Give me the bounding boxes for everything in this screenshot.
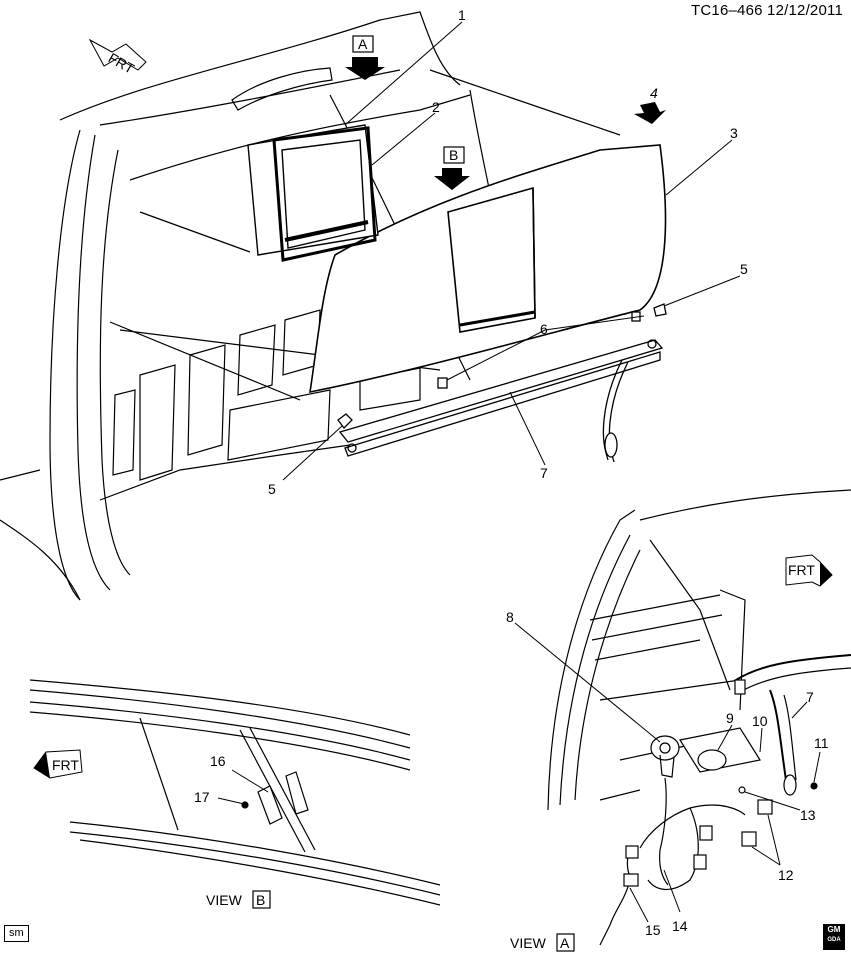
svg-text:A: A bbox=[560, 935, 570, 951]
svg-text:FRT: FRT bbox=[52, 757, 79, 773]
motor-harness-top bbox=[602, 359, 629, 463]
callout-2: 2 bbox=[432, 99, 440, 115]
view-a-caption: VIEW A bbox=[510, 933, 575, 952]
svg-text:FRT: FRT bbox=[788, 562, 815, 578]
view-4-arrow-icon: 4 bbox=[634, 85, 666, 124]
frt-arrow-icon: FRT bbox=[88, 38, 147, 77]
view-a-detail bbox=[547, 489, 851, 946]
callout-13: 13 bbox=[800, 807, 816, 823]
view-b-detail bbox=[29, 679, 441, 906]
svg-text:VIEW: VIEW bbox=[206, 892, 243, 908]
callout-15: 15 bbox=[645, 922, 661, 938]
frt-arrow-icon-right: FRT bbox=[785, 554, 833, 587]
callout-11: 11 bbox=[814, 735, 829, 751]
svg-text:B: B bbox=[256, 892, 265, 908]
svg-text:4: 4 bbox=[650, 85, 658, 101]
window-clips bbox=[337, 303, 667, 429]
leader-lines bbox=[217, 21, 821, 923]
callout-3: 3 bbox=[730, 125, 738, 141]
callout-7: 7 bbox=[540, 465, 548, 481]
document-id: TC16–466 12/12/2011 bbox=[691, 2, 843, 19]
svg-text:A: A bbox=[358, 36, 368, 52]
svg-text:B: B bbox=[449, 147, 458, 163]
view-a-arrow-icon: A bbox=[345, 35, 385, 80]
callout-14: 14 bbox=[672, 918, 688, 934]
callout-6: 6 bbox=[540, 321, 548, 337]
callout-1: 1 bbox=[458, 7, 466, 23]
gm-logo-icon: GM GDA bbox=[823, 924, 845, 950]
callout-12: 12 bbox=[778, 867, 794, 883]
callout-9: 9 bbox=[726, 710, 734, 726]
callout-5-left: 5 bbox=[268, 481, 276, 497]
view-b-arrow-icon: B bbox=[434, 146, 470, 190]
svg-text:VIEW: VIEW bbox=[510, 935, 547, 951]
callout-7-view-a: 7 bbox=[806, 689, 814, 705]
callout-10: 10 bbox=[752, 713, 768, 729]
sliding-window-frame bbox=[247, 124, 379, 262]
rear-window-glass bbox=[309, 144, 667, 394]
callout-17: 17 bbox=[194, 789, 210, 805]
sm-tag: sm bbox=[4, 925, 29, 942]
callout-16: 16 bbox=[210, 753, 226, 769]
callout-labels: 1 2 3 5 6 7 5 8 9 10 7 11 13 12 14 15 16… bbox=[194, 7, 829, 938]
window-track-channel bbox=[338, 339, 664, 457]
frt-arrow-icon-view-b: FRT bbox=[33, 749, 83, 779]
view-b-caption: VIEW B bbox=[206, 890, 271, 909]
callout-5-right: 5 bbox=[740, 261, 748, 277]
callout-8: 8 bbox=[506, 609, 514, 625]
